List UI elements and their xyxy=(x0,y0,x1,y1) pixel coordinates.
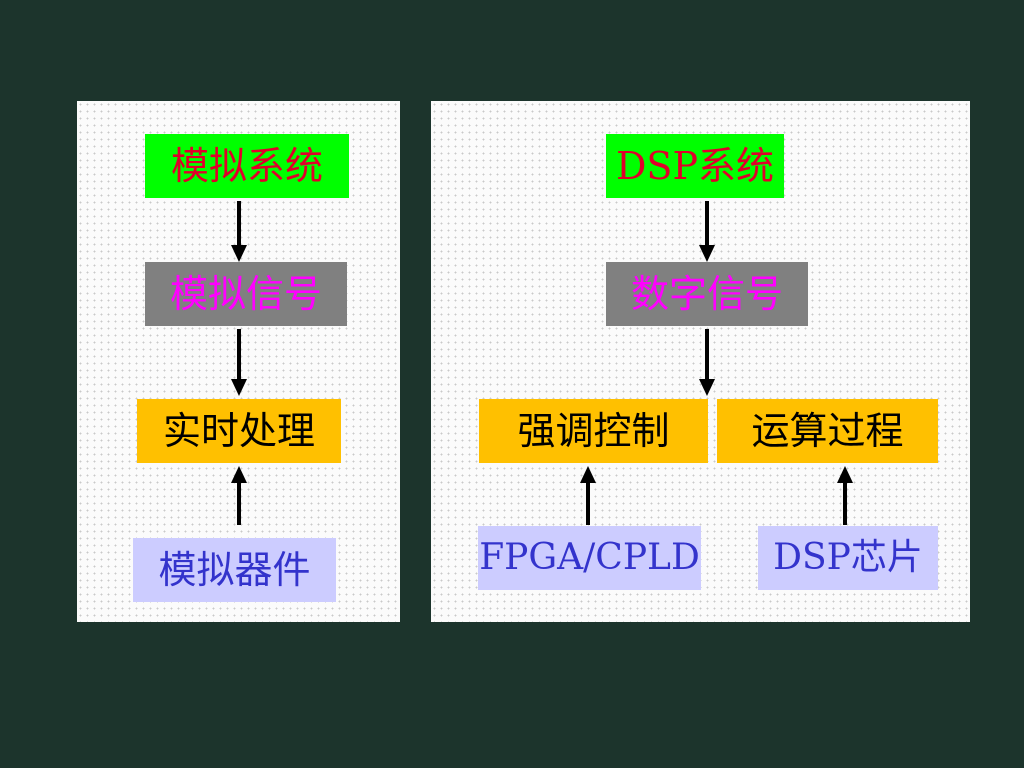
digital-signal-label: 数字信号 xyxy=(630,272,783,316)
analog-signal-box: 模拟信号 xyxy=(145,262,347,326)
computation-process-box: 运算过程 xyxy=(717,399,938,463)
emphasis-control-box: 强调控制 xyxy=(479,399,708,463)
fpga-cpld-label: FPGA/CPLD xyxy=(479,537,700,578)
analog-device-box: 模拟器件 xyxy=(133,538,336,602)
computation-process-label: 运算过程 xyxy=(751,409,904,453)
arrow-up-icon xyxy=(580,466,596,525)
arrow-up-icon xyxy=(231,466,247,525)
dsp-system-box: DSP系统 xyxy=(606,134,784,198)
arrow-up-icon xyxy=(837,466,853,525)
analog-signal-label: 模拟信号 xyxy=(169,272,322,316)
analog-device-label: 模拟器件 xyxy=(158,548,311,592)
analog-system-label: 模拟系统 xyxy=(170,144,323,188)
arrow-down-icon xyxy=(699,329,715,396)
arrow-down-icon xyxy=(699,201,715,262)
emphasis-control-label: 强调控制 xyxy=(517,409,670,453)
fpga-cpld-box: FPGA/CPLD xyxy=(478,526,701,590)
arrow-down-icon xyxy=(231,201,247,262)
dsp-system-label: DSP系统 xyxy=(615,144,775,188)
dsp-chip-box: DSP芯片 xyxy=(758,526,938,590)
analog-system-box: 模拟系统 xyxy=(145,134,349,198)
arrow-down-icon xyxy=(231,329,247,396)
realtime-processing-label: 实时处理 xyxy=(162,409,315,453)
dsp-chip-label: DSP芯片 xyxy=(773,537,923,578)
digital-signal-box: 数字信号 xyxy=(606,262,808,326)
realtime-processing-box: 实时处理 xyxy=(137,399,341,463)
